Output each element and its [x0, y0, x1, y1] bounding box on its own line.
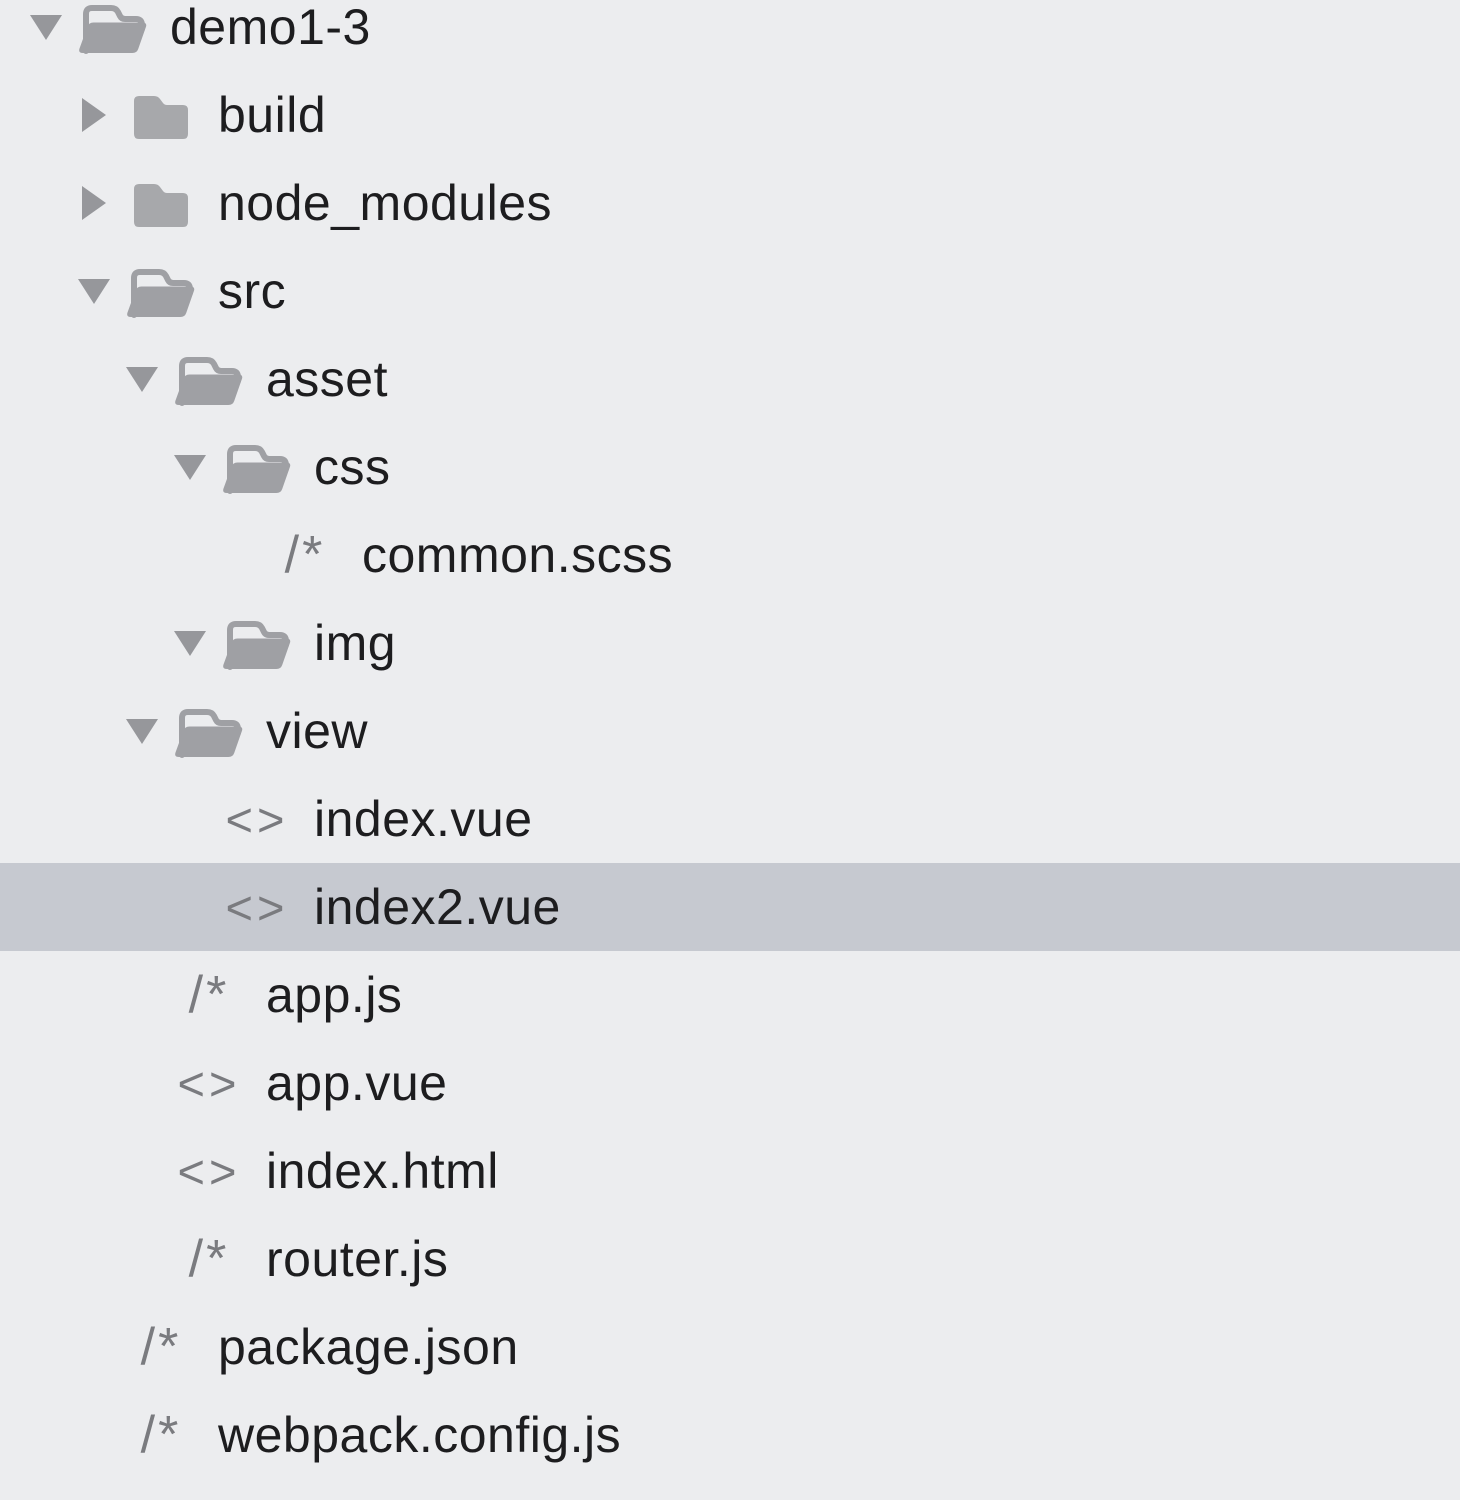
tree-row-index-vue[interactable]: <> index.vue	[0, 775, 1460, 863]
tree-row-package-json[interactable]: /* package.json	[0, 1303, 1460, 1391]
tree-row-css[interactable]: css	[0, 423, 1460, 511]
tree-row-node-modules[interactable]: node_modules	[0, 159, 1460, 247]
disclosure-triangle-icon[interactable]	[114, 366, 170, 392]
item-label: demo1-3	[170, 0, 371, 55]
markup-glyph: <>	[177, 1144, 241, 1198]
tree-row-router-js[interactable]: /* router.js	[0, 1215, 1460, 1303]
item-label: src	[218, 263, 287, 319]
tree-row-view[interactable]: view	[0, 687, 1460, 775]
disclosure-triangle-icon[interactable]	[66, 98, 122, 132]
markup-file-icon: <>	[170, 1060, 248, 1107]
disclosure-triangle-icon[interactable]	[114, 718, 170, 744]
item-label: common.scss	[362, 527, 674, 583]
tree-row-common-scss[interactable]: /* common.scss	[0, 511, 1460, 599]
item-label: webpack.config.js	[218, 1407, 622, 1463]
tree-row-index2-vue[interactable]: <> index2.vue	[0, 863, 1460, 951]
code-comment-glyph: /*	[188, 1230, 230, 1288]
markup-glyph: <>	[225, 792, 289, 846]
item-label: index.html	[266, 1143, 499, 1199]
markup-glyph: <>	[177, 1056, 241, 1110]
item-label: app.vue	[266, 1055, 448, 1111]
item-label: app.js	[266, 967, 403, 1023]
triangle-right-icon	[82, 186, 106, 220]
tree-row-index-html[interactable]: <> index.html	[0, 1127, 1460, 1215]
tree-row-webpack-config-js[interactable]: /* webpack.config.js	[0, 1391, 1460, 1479]
item-label: css	[314, 439, 391, 495]
tree-row-app-vue[interactable]: <> app.vue	[0, 1039, 1460, 1127]
folder-open-icon	[122, 259, 200, 323]
triangle-down-icon	[30, 14, 62, 40]
markup-file-icon: <>	[170, 1148, 248, 1195]
item-label: index.vue	[314, 791, 533, 847]
tree-row-demo1-3[interactable]: demo1-3	[0, 0, 1460, 71]
item-label: index2.vue	[314, 879, 561, 935]
item-label: package.json	[218, 1319, 519, 1375]
tree-row-build[interactable]: build	[0, 71, 1460, 159]
item-label: img	[314, 615, 397, 671]
disclosure-triangle-icon[interactable]	[18, 14, 74, 40]
tree-row-app-js[interactable]: /* app.js	[0, 951, 1460, 1039]
code-comment-file-icon: /*	[266, 529, 344, 581]
folder-icon	[122, 89, 200, 141]
triangle-right-icon	[82, 98, 106, 132]
triangle-down-icon	[126, 366, 158, 392]
code-comment-file-icon: /*	[122, 1321, 200, 1373]
markup-file-icon: <>	[218, 884, 296, 931]
item-label: asset	[266, 351, 389, 407]
triangle-down-icon	[78, 278, 110, 304]
disclosure-triangle-icon[interactable]	[66, 278, 122, 304]
folder-open-icon	[170, 347, 248, 411]
triangle-down-icon	[174, 630, 206, 656]
tree-row-img[interactable]: img	[0, 599, 1460, 687]
code-comment-file-icon: /*	[170, 969, 248, 1021]
tree-row-src[interactable]: src	[0, 247, 1460, 335]
markup-file-icon: <>	[218, 796, 296, 843]
disclosure-triangle-icon[interactable]	[66, 186, 122, 220]
triangle-down-icon	[174, 454, 206, 480]
code-comment-glyph: /*	[188, 966, 230, 1024]
code-comment-glyph: /*	[284, 526, 326, 584]
tree-row-asset[interactable]: asset	[0, 335, 1460, 423]
markup-glyph: <>	[225, 880, 289, 934]
item-label: router.js	[266, 1231, 449, 1287]
folder-open-icon	[218, 435, 296, 499]
folder-icon	[122, 177, 200, 229]
folder-open-icon	[170, 699, 248, 763]
folder-open-icon	[218, 611, 296, 675]
triangle-down-icon	[126, 718, 158, 744]
disclosure-triangle-icon[interactable]	[162, 454, 218, 480]
item-label: view	[266, 703, 369, 759]
code-comment-glyph: /*	[140, 1406, 182, 1464]
disclosure-triangle-icon[interactable]	[162, 630, 218, 656]
item-label: node_modules	[218, 175, 553, 231]
folder-open-icon	[74, 0, 152, 59]
code-comment-glyph: /*	[140, 1318, 182, 1376]
code-comment-file-icon: /*	[170, 1233, 248, 1285]
code-comment-file-icon: /*	[122, 1409, 200, 1461]
item-label: build	[218, 87, 327, 143]
